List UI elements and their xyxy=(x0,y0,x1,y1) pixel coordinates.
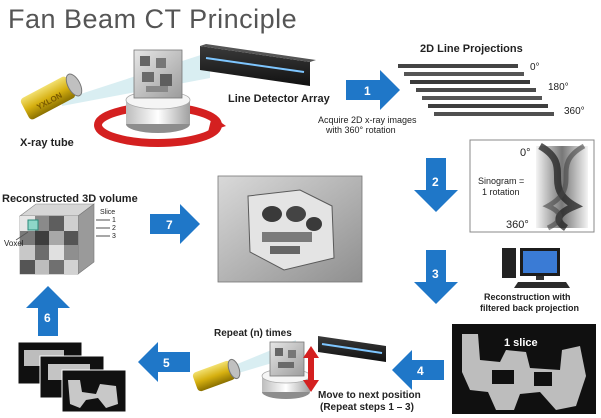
step-1-number: 1 xyxy=(364,84,371,98)
projection-deg-180: 180° xyxy=(548,82,569,93)
step-1-arrow: 1 xyxy=(346,70,400,110)
line-detector-label: Line Detector Array xyxy=(228,93,331,105)
step-6-number: 6 xyxy=(44,311,51,325)
slice-label: Slice xyxy=(100,209,115,216)
line-projections-stack xyxy=(398,64,554,116)
single-slice-image xyxy=(452,324,596,414)
step-2-number: 2 xyxy=(432,175,439,189)
voxel-leader-line xyxy=(15,231,29,241)
projection-deg-0: 0° xyxy=(530,62,540,73)
acquire-label-line1: Acquire 2D x-ray images xyxy=(318,115,417,125)
recon-fbp-line2: filtered back projection xyxy=(480,303,579,313)
recon-volume-title: Reconstructed 3D volume xyxy=(2,193,138,205)
voxel-cube-icon xyxy=(19,203,95,275)
step-3-number: 3 xyxy=(432,267,439,281)
step-3-arrow: 3 xyxy=(414,250,458,304)
line-detector-icon xyxy=(200,44,316,86)
repeat-engine-block-sample xyxy=(261,341,311,399)
slice-2-label: 2 xyxy=(112,225,116,232)
sinogram-deg-0: 0° xyxy=(520,147,531,159)
repeat-line-detector-icon xyxy=(318,336,386,362)
acquire-label-line2: with 360° rotation xyxy=(325,125,396,135)
page-title: Fan Beam CT Principle xyxy=(8,4,298,34)
rendered-volume-image xyxy=(217,175,363,283)
computer-icon xyxy=(502,248,570,288)
repeat-xray-tube-icon xyxy=(192,358,241,392)
step-6-arrow: 6 xyxy=(26,286,70,336)
slice-1-label: 1 xyxy=(112,217,116,224)
step-4-number: 4 xyxy=(417,364,424,378)
xray-tube-label: X-ray tube xyxy=(20,137,74,149)
step-2-arrow: 2 xyxy=(414,158,458,212)
move-label-line1: Move to next position xyxy=(318,390,421,401)
sinogram-label-line1: Sinogram = xyxy=(478,176,524,186)
slice-3-label: 3 xyxy=(112,233,116,240)
projection-deg-360: 360° xyxy=(564,106,585,117)
projections-title: 2D Line Projections xyxy=(420,43,523,55)
step-4-arrow: 4 xyxy=(392,350,444,390)
step-7-arrow: 7 xyxy=(150,204,200,244)
move-label-line2: (Repeat steps 1 – 3) xyxy=(320,402,414,413)
step-7-number: 7 xyxy=(166,218,173,232)
repeat-label: Repeat (n) times xyxy=(214,328,292,339)
step-5-arrow: 5 xyxy=(138,342,190,382)
voxel-label: Voxel xyxy=(4,239,24,248)
step-5-number: 5 xyxy=(163,356,170,370)
engine-block-sample xyxy=(133,49,183,99)
sinogram-deg-360: 360° xyxy=(506,219,529,231)
vertical-move-arrow-icon xyxy=(303,346,319,392)
stacked-slices-image xyxy=(17,341,127,413)
sinogram-label-line2: 1 rotation xyxy=(482,187,520,197)
recon-fbp-line1: Reconstruction with xyxy=(484,292,571,302)
sinogram-box xyxy=(469,139,595,233)
one-slice-label: 1 slice xyxy=(504,337,538,349)
xray-tube-icon: YXLON xyxy=(20,73,83,120)
